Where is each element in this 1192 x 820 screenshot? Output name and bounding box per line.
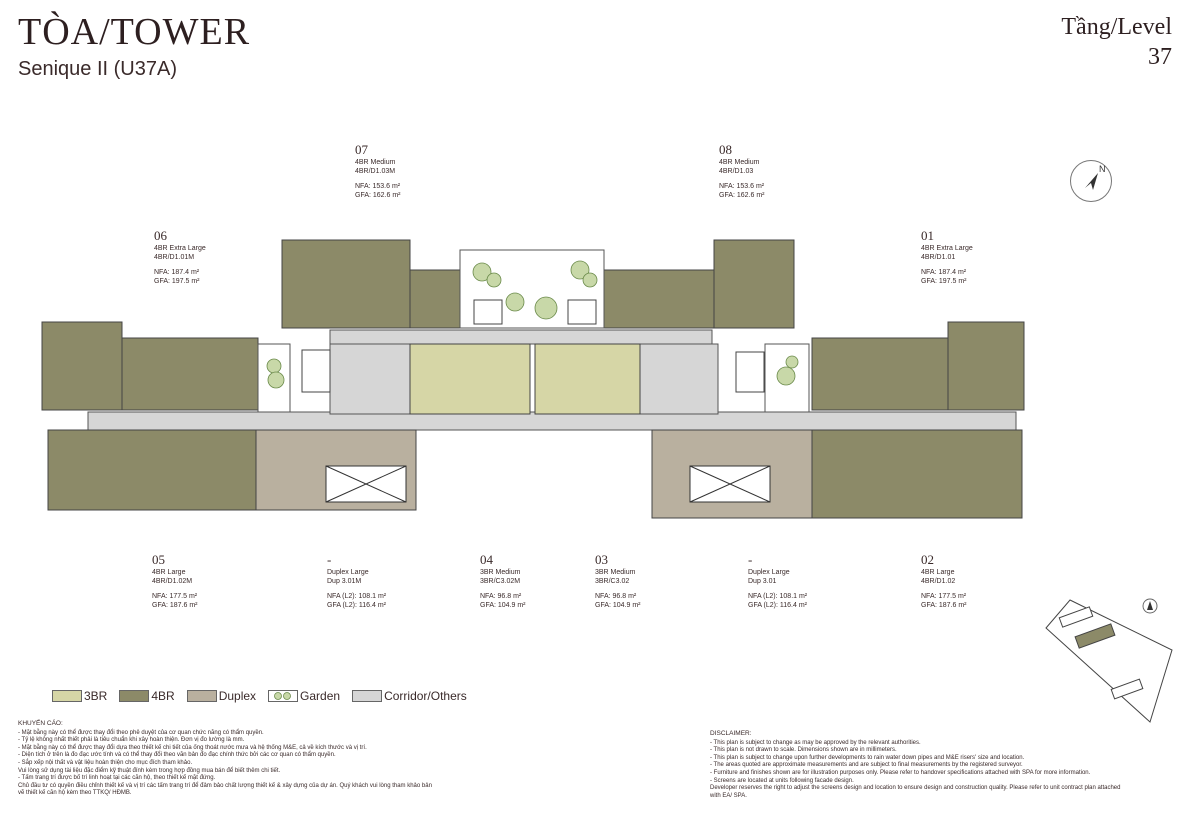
unit-05 — [47, 429, 257, 511]
site-plan-inset — [1045, 598, 1173, 723]
unit-08 — [713, 239, 795, 329]
lobby-right — [639, 343, 719, 415]
legend-item-garden: Garden — [268, 689, 340, 703]
lobby-left — [329, 343, 411, 415]
legend-label: Corridor/Others — [384, 689, 467, 703]
garden-icon — [268, 690, 299, 702]
unit-06-west — [41, 321, 123, 411]
legend-item-corridor: Corridor/Others — [352, 689, 467, 703]
legend-item-3br: 3BR — [52, 689, 107, 703]
main-corridor — [87, 411, 1017, 431]
garden-east — [764, 343, 810, 413]
legend-label: Garden — [300, 689, 341, 703]
level-label: Tầng/Level — [1061, 14, 1172, 40]
unit-04 — [409, 343, 531, 415]
unit-01 — [811, 337, 949, 411]
unit-07-wing — [409, 269, 461, 329]
legend-label: 3BR — [84, 689, 108, 703]
upper-corridor — [329, 329, 713, 345]
unit-06 — [121, 337, 259, 411]
legend-swatch — [119, 690, 150, 702]
legend-swatch — [186, 690, 217, 702]
svg-text:N: N — [1099, 164, 1106, 174]
legend-swatch — [52, 690, 82, 702]
legend-label: Duplex — [218, 689, 257, 703]
tower-title: TÒA/TOWER — [18, 11, 251, 53]
unit-02 — [811, 429, 1023, 519]
unit-01-east — [947, 321, 1025, 411]
notes-english: DISCLAIMER: - This plan is subject to ch… — [710, 730, 1121, 799]
notes-vietnamese: KHUYẾN CÁO: - Mặt bằng này có thể được t… — [18, 720, 432, 797]
unit-08-wing — [603, 269, 715, 329]
level-number: 37 — [1148, 44, 1172, 70]
legend-item-4br: 4BR — [119, 689, 175, 703]
unit-03 — [534, 343, 641, 415]
legend-label: 4BR — [151, 689, 175, 703]
legend-swatch — [352, 690, 383, 702]
tower-subtitle: Senique II (U37A) — [18, 58, 177, 80]
unit-07 — [281, 239, 411, 329]
legend-item-duplex: Duplex — [186, 689, 257, 703]
compass-icon: N — [1070, 160, 1112, 202]
legend: 3BR 4BR Duplex Garden Corridor/Others — [52, 688, 479, 704]
